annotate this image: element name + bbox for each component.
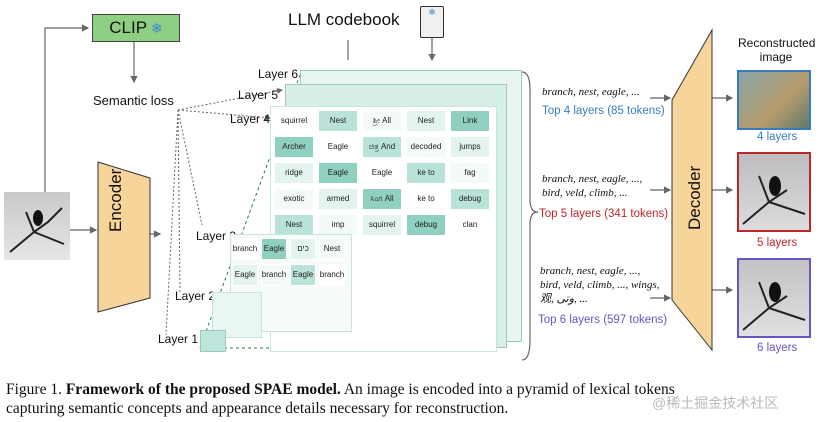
output-count-6: Top 6 layers (597 tokens) [538,314,668,326]
input-image [4,192,70,260]
layer-5-label: Layer 5 [238,88,279,102]
layer-1-label: Layer 1 [158,332,199,346]
token-cell: branch [319,264,345,286]
reconstructed-title: Reconstructed image [738,36,816,64]
recon-image-6 [737,258,811,338]
token-cell: ಚಿತ್ರ And [362,136,402,158]
token-cell: Eagle [290,264,316,286]
recon-label-6: 6 layers [757,342,798,354]
layer-1-grid [200,330,226,352]
token-cell: branch [261,264,287,286]
token-cell: כים [290,238,316,260]
decoder-shape [671,28,713,352]
token-cell: branch [232,238,258,260]
token-cell: debug [406,214,446,236]
token-cell: clan [450,214,490,236]
token-cell: squirrel [274,110,314,132]
clip-box: CLIP ❄ [92,14,180,42]
token-cell: armed [318,188,358,210]
token-cell: Link [450,110,490,132]
semantic-loss-label: Semantic loss [93,93,174,108]
token-cell: Eagle [318,136,358,158]
token-cell: Eagle [232,264,258,286]
token-cell: jumps [450,136,490,158]
token-cell: exotic [274,188,314,210]
llm-codebook-label: LLM codebook [288,10,400,29]
recon-label-4: 4 layers [757,131,798,143]
token-cell: debug [450,188,490,210]
output-tokens-5: branch, nest, eagle, ..., bird, veld, cl… [542,173,643,199]
token-cell: Eagle [261,238,287,260]
recon-image-4 [737,70,811,130]
caption-rest-2: capturing semantic concepts and appearan… [6,400,509,417]
caption-rest-1: An image is encoded into a pyramid of le… [340,381,675,398]
book-icon: ❄ [420,6,444,38]
token-cell: Archer [274,136,314,158]
token-cell: imp [318,214,358,236]
token-cell: squirrel [362,214,402,236]
layer-3-label: Layer 3 [196,229,237,243]
connector-lines [44,24,734,361]
token-cell: Nest [274,214,314,236]
token-cell: Eagle [362,162,402,184]
figure-caption: Figure 1. Framework of the proposed SPAE… [6,380,832,418]
decoder-label: Decoder [685,165,704,230]
token-cell: Eagle [318,162,358,184]
token-cell: ಸಿಂಗ All [362,188,402,210]
snowflake-icon: ❄ [151,19,163,36]
layer-4-label: Layer 4 [230,112,271,126]
caption-prefix: Figure 1. [6,381,66,398]
token-cell: ke to [406,188,446,210]
recon-image-5 [737,152,811,232]
watermark: @稀土掘金技术社区 [652,395,779,411]
token-cell: ridge [274,162,314,184]
token-cell: Nest [406,110,446,132]
caption-bold: Framework of the proposed SPAE model. [65,381,341,398]
layer-6-label: Layer 6 [258,67,299,81]
token-cell: ke to [406,162,446,184]
recon-label-5: 5 layers [757,237,798,249]
output-count-4: Top 4 layers (85 tokens) [542,105,665,117]
encoder-shape [97,161,151,313]
output-tokens-6: branch, nest, eagle, ..., bird, veld, cl… [540,265,660,305]
clip-label: CLIP [109,18,148,37]
token-cell: Nest [319,238,345,260]
token-cell: ಶ್ರೀ All [362,110,402,132]
token-cell: decoded [406,136,446,158]
encoder-label: Encoder [106,168,125,232]
token-cell: fag [450,162,490,184]
token-cell: Nest [318,110,358,132]
layer-2-label: Layer 2 [175,289,216,303]
output-tokens-4: branch, nest, eagle, ... [542,86,640,98]
output-count-5: Top 5 layers (341 tokens) [539,208,669,220]
